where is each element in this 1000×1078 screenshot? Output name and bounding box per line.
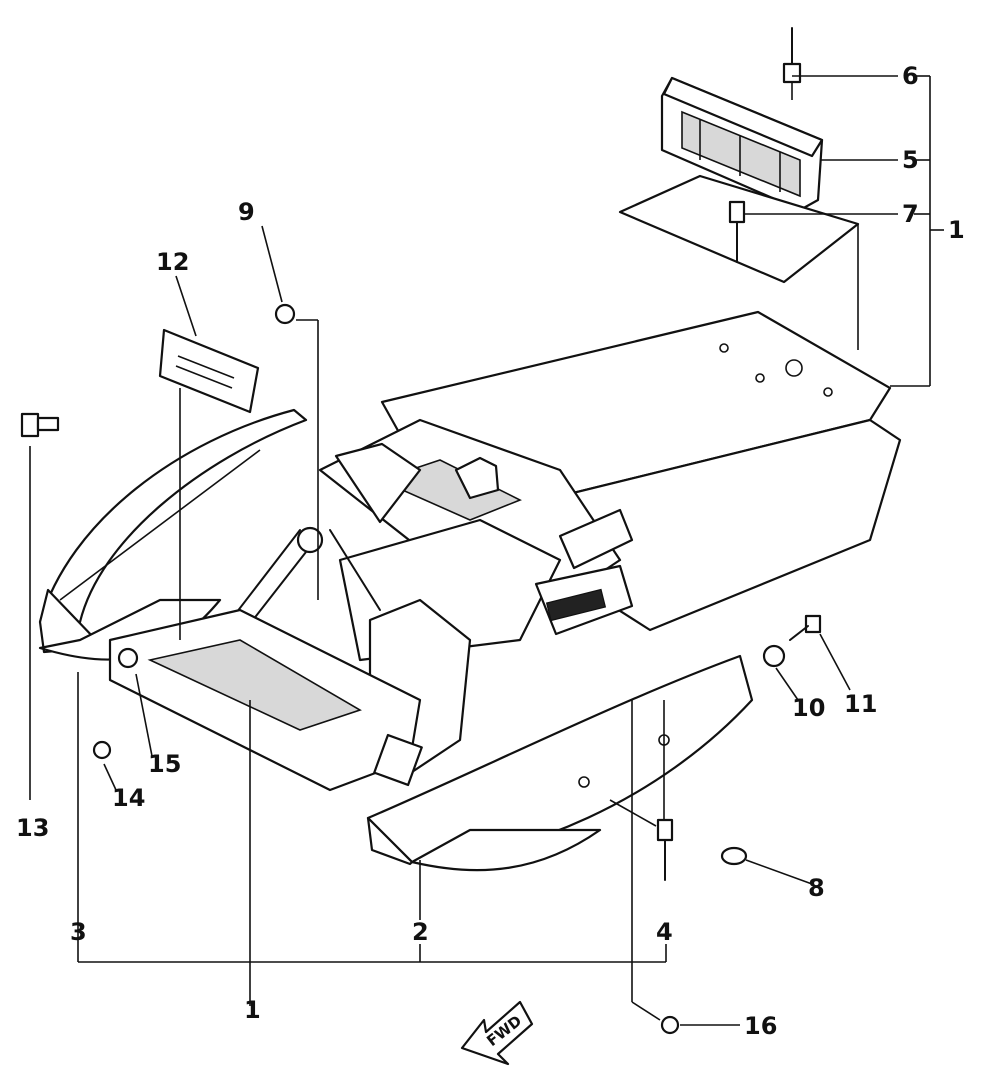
callout-14: 14 [112, 784, 145, 812]
bolt-7 [728, 200, 746, 263]
bolt-4 [656, 818, 674, 881]
nut-15 [117, 647, 139, 669]
bolt-11 [789, 614, 822, 641]
callout-15: 15 [148, 750, 181, 778]
callout-labels: 6 5 7 1 9 12 11 10 15 14 13 8 3 2 4 1 16 [16, 62, 965, 1040]
callout-1-top: 1 [948, 216, 965, 244]
callout-9: 9 [238, 198, 255, 226]
callout-6: 6 [902, 62, 919, 90]
callout-5: 5 [902, 146, 919, 174]
fwd-arrow: FWD [460, 1000, 534, 1066]
callout-12: 12 [156, 248, 189, 276]
callout-3: 3 [70, 918, 87, 946]
callout-10: 10 [792, 694, 825, 722]
callout-11: 11 [844, 690, 877, 718]
washer-14 [92, 740, 112, 760]
right-fender [366, 654, 754, 872]
seat-bracket [618, 76, 860, 284]
callout-2: 2 [412, 918, 429, 946]
bolt-6 [782, 27, 802, 100]
callout-13: 13 [16, 814, 49, 842]
leader-lines [29, 75, 944, 1026]
callout-8: 8 [808, 874, 825, 902]
callout-4: 4 [656, 918, 673, 946]
callout-7: 7 [902, 200, 919, 228]
main-frame [199, 310, 902, 782]
washer-10 [762, 644, 786, 668]
front-crossmember [108, 608, 423, 792]
grommet-8 [720, 846, 748, 866]
callout-1-bottom: 1 [244, 996, 261, 1024]
callout-16: 16 [744, 1012, 777, 1040]
decal-12 [158, 328, 260, 414]
bolt-13 [20, 412, 60, 438]
nut-9 [274, 303, 296, 325]
plug-16 [660, 1015, 680, 1035]
